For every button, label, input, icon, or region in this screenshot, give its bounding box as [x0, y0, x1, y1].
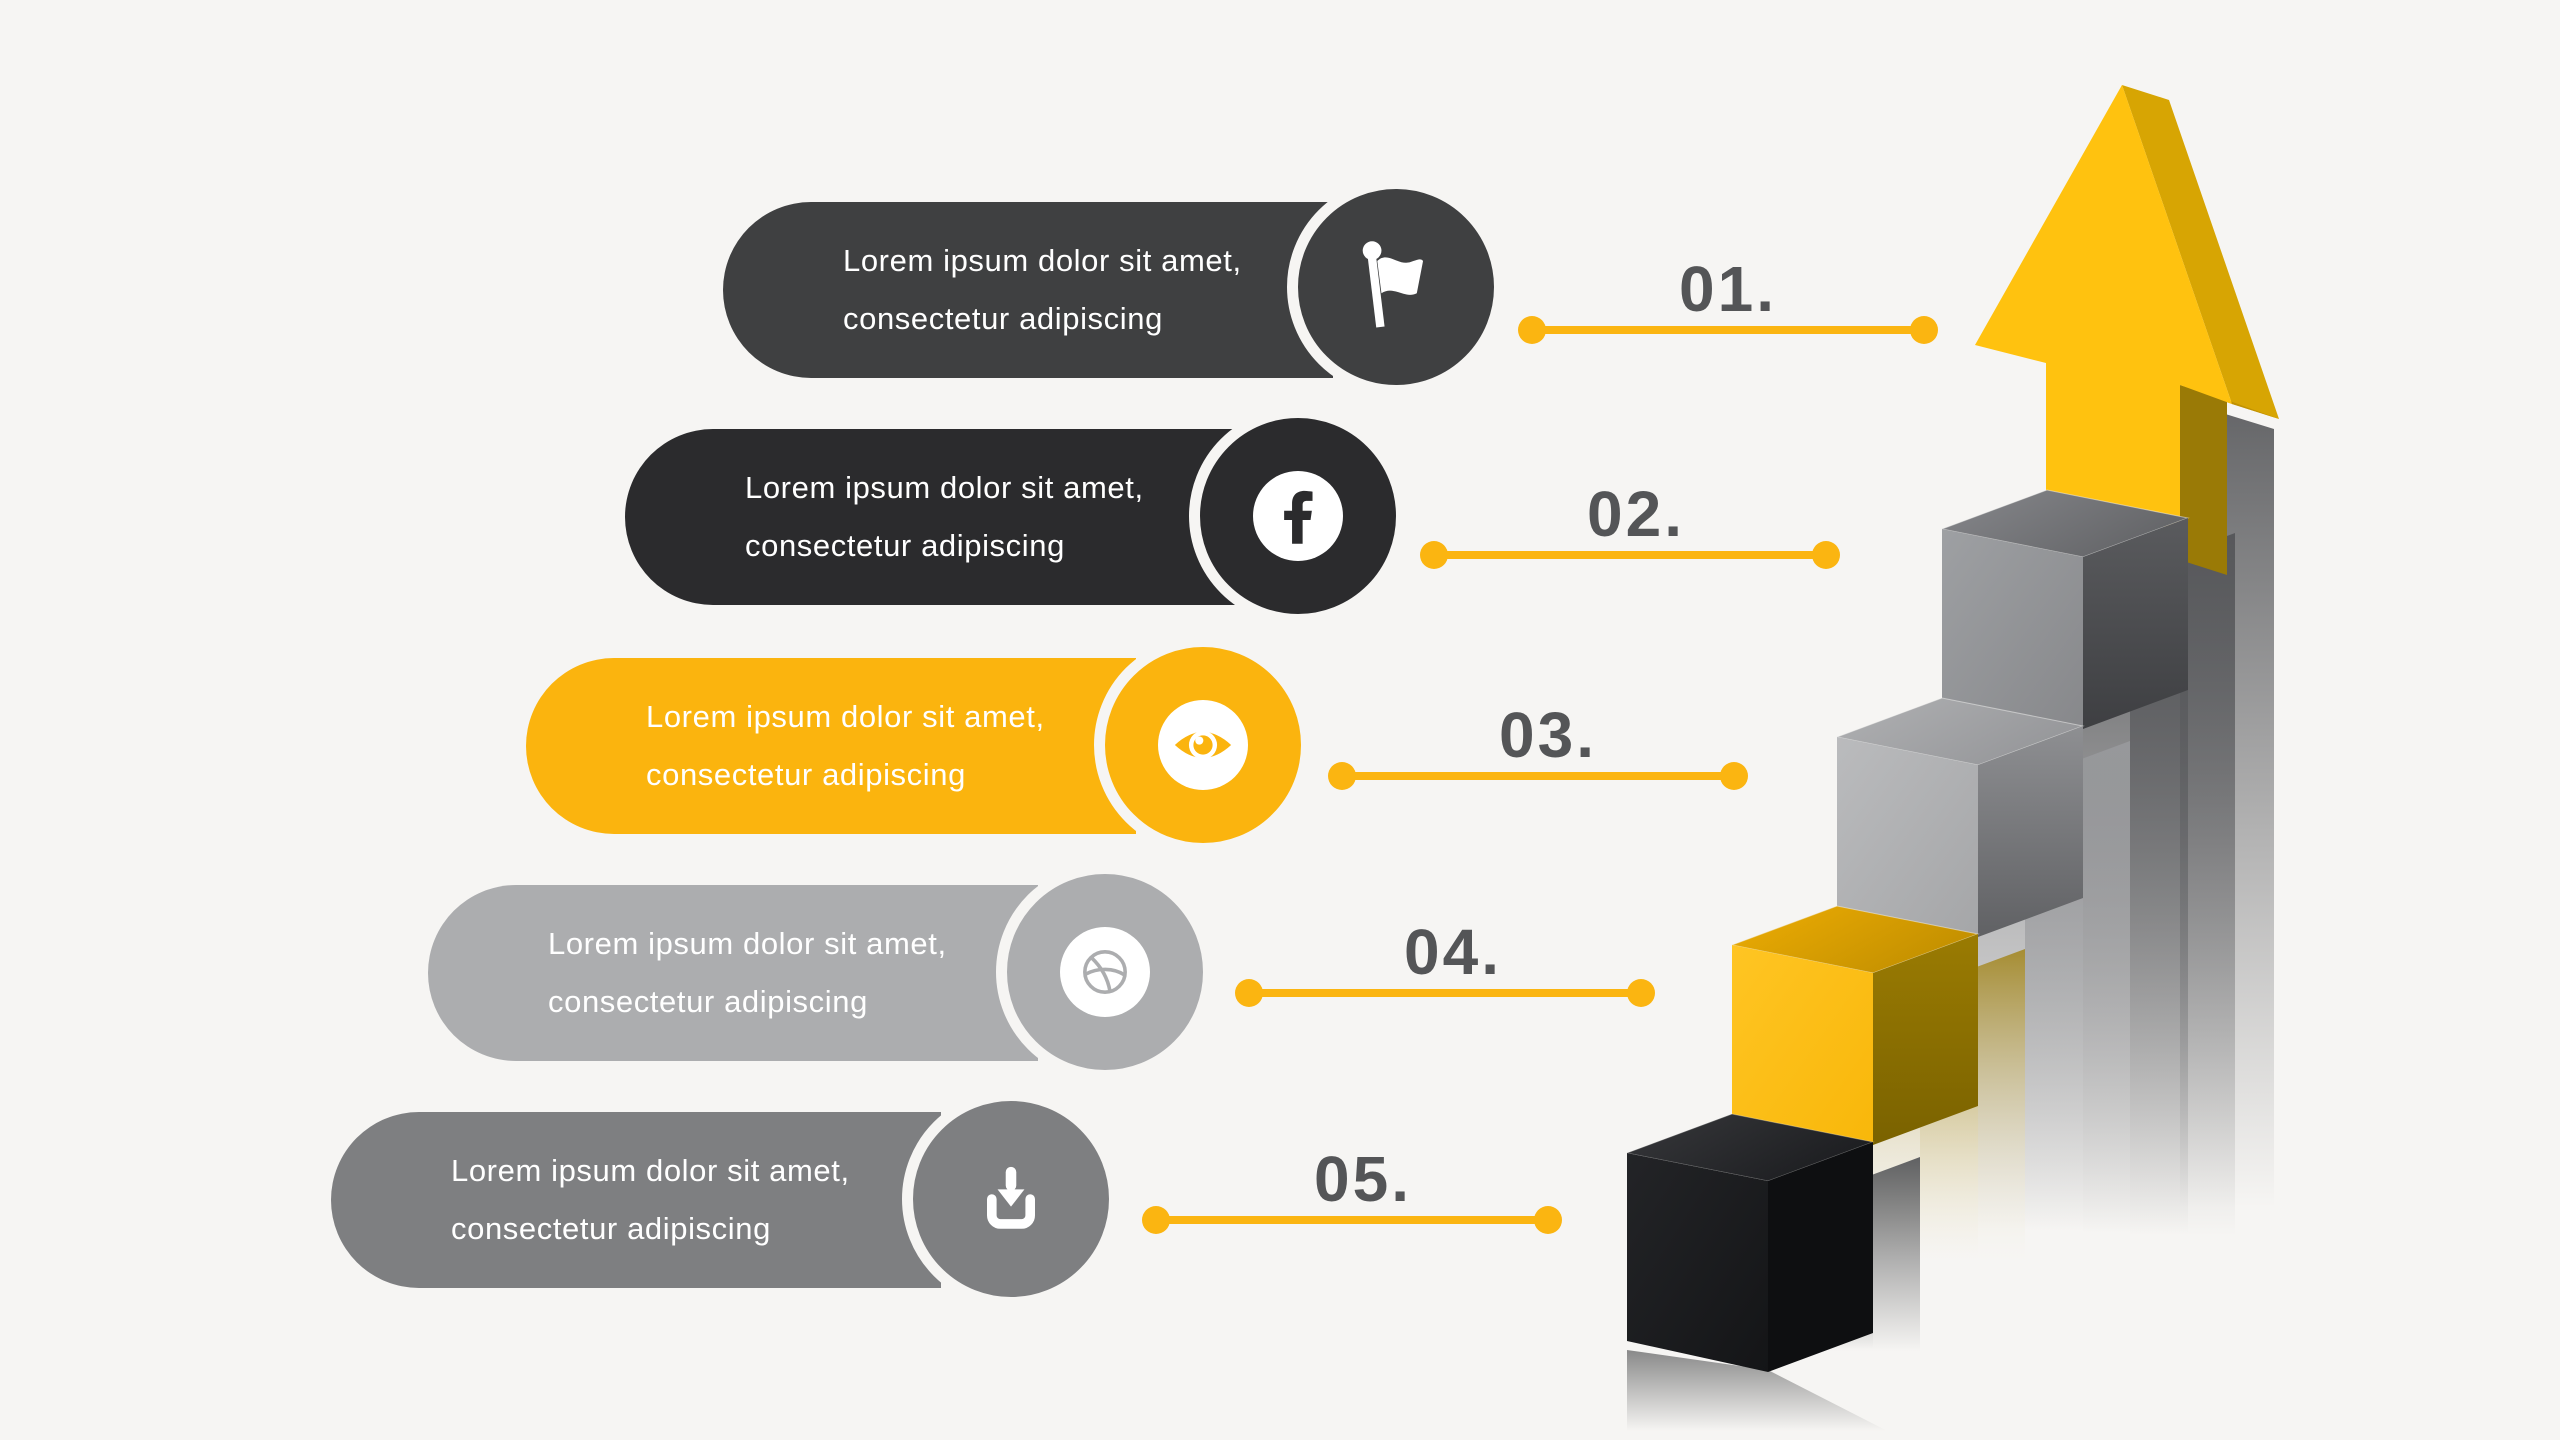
dribbble-icon: [1083, 950, 1127, 994]
step-4-pill: Lorem ipsum dolor sit amet, consectetur …: [428, 885, 1038, 1061]
line-dot-right: [1720, 762, 1748, 790]
stair-block-1: [1625, 1113, 1875, 1372]
step-5-text-line1: Lorem ipsum dolor sit amet,: [451, 1153, 850, 1188]
step-4-text-line1: Lorem ipsum dolor sit amet,: [548, 926, 947, 961]
line-dot-left: [1328, 762, 1356, 790]
flag-icon: [1362, 241, 1424, 328]
step-4-icon-circle: [996, 863, 1214, 1081]
icon-disc: [1060, 927, 1150, 1017]
step-3-connector-line: [1328, 762, 1748, 790]
icon-disc: [1253, 471, 1343, 561]
step-2-connector-line: [1420, 541, 1840, 569]
staircase-growth-graphic: [1625, 85, 2279, 1440]
stair-block-2: [1730, 905, 1980, 1145]
step-5-icon-circle: [902, 1090, 1120, 1308]
step-2-pill: Lorem ipsum dolor sit amet, consectetur …: [625, 429, 1235, 605]
step-5-pill: Lorem ipsum dolor sit amet, consectetur …: [331, 1112, 941, 1288]
step-3-text-line2: consectetur adipiscing: [646, 757, 966, 792]
stair-block-3: [1835, 697, 2085, 937]
step-3-text-line1: Lorem ipsum dolor sit amet,: [646, 699, 1045, 734]
step-3-icon-circle: [1094, 636, 1312, 854]
step-1-text-line1: Lorem ipsum dolor sit amet,: [843, 243, 1242, 278]
step-5-number: 05.: [1314, 1143, 1412, 1215]
step-1-pill: Lorem ipsum dolor sit amet, consectetur …: [723, 202, 1333, 378]
step-2-number: 02.: [1587, 478, 1685, 550]
step-1-icon-circle: [1287, 178, 1505, 396]
step-2-text-line2: consectetur adipiscing: [745, 528, 1065, 563]
growth-arrow: [1975, 85, 2279, 575]
step-1-connector-line: [1518, 316, 1938, 344]
step-4-connector-line: [1235, 979, 1655, 1007]
eye-icon: [1174, 730, 1232, 760]
step-3-pill: Lorem ipsum dolor sit amet, consectetur …: [526, 658, 1136, 834]
line-dot-right: [1910, 316, 1938, 344]
step-2-icon-circle: [1189, 407, 1407, 625]
facebook-icon: [1284, 490, 1313, 544]
step-5-text-line2: consectetur adipiscing: [451, 1211, 771, 1246]
download-icon: [987, 1166, 1035, 1229]
line-dot-right: [1534, 1206, 1562, 1234]
line-dot-left: [1420, 541, 1448, 569]
step-3-number: 03.: [1499, 699, 1597, 771]
stair-block-4: [1940, 489, 2190, 729]
line-dot-left: [1518, 316, 1546, 344]
step-4-text-line2: consectetur adipiscing: [548, 984, 868, 1019]
step-4-number: 04.: [1404, 916, 1502, 988]
line-dot-left: [1142, 1206, 1170, 1234]
step-2-text-line1: Lorem ipsum dolor sit amet,: [745, 470, 1144, 505]
step-1-text-line2: consectetur adipiscing: [843, 301, 1163, 336]
line-dot-right: [1627, 979, 1655, 1007]
line-dot-left: [1235, 979, 1263, 1007]
step-1-number: 01.: [1679, 253, 1777, 325]
icon-disc: [1158, 700, 1248, 790]
line-dot-right: [1812, 541, 1840, 569]
step-5-connector-line: [1142, 1206, 1562, 1234]
